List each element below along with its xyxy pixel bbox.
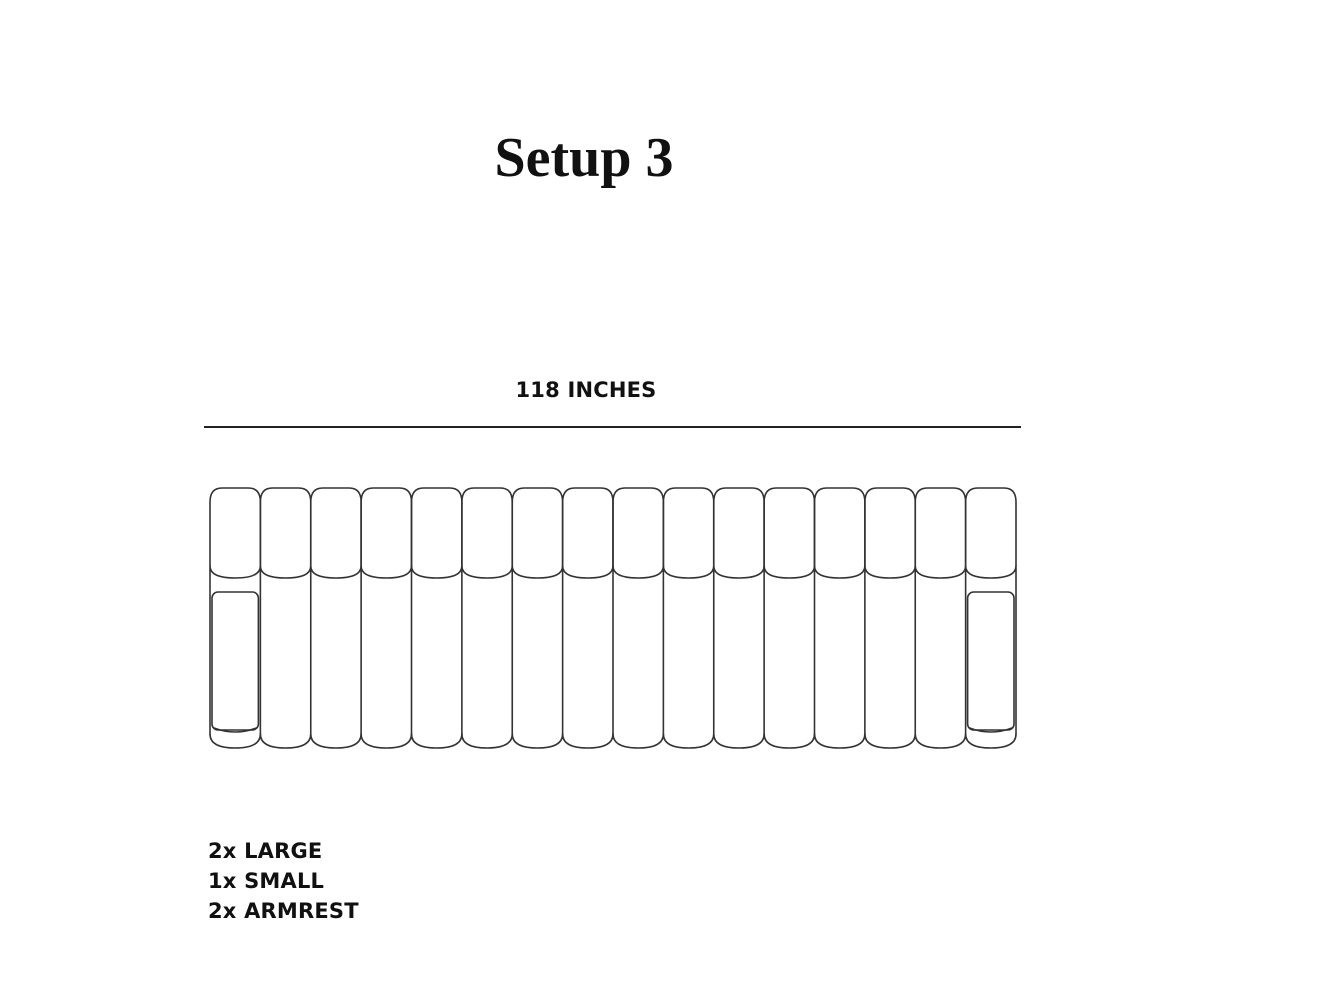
seat-front-scallop bbox=[612, 733, 665, 749]
seat-front-scallop bbox=[864, 733, 917, 749]
seat-front-scallop bbox=[914, 733, 967, 749]
seat-front-scallop bbox=[309, 733, 362, 749]
back-cushion-scallop bbox=[914, 565, 967, 579]
back-cushion-scallop bbox=[712, 565, 765, 579]
back-cushion-segment bbox=[511, 487, 564, 567]
back-cushion-segment bbox=[662, 487, 715, 567]
back-cushion-segment bbox=[964, 487, 1017, 567]
seat-front-scallop bbox=[964, 733, 1017, 749]
back-cushion-scallop bbox=[813, 565, 866, 579]
back-cushion-segment bbox=[360, 487, 413, 567]
seat-front-scallop bbox=[209, 733, 262, 749]
seat-front-scallop bbox=[712, 733, 765, 749]
back-cushion-scallop bbox=[259, 565, 312, 579]
back-cushion-scallop bbox=[662, 565, 715, 579]
seat-front-scallop bbox=[259, 733, 312, 749]
back-cushion-segment bbox=[712, 487, 765, 567]
seat-front-scallop bbox=[511, 733, 564, 749]
seat-front-scallop bbox=[410, 733, 463, 749]
back-cushion-scallop bbox=[360, 565, 413, 579]
component-item-small: 1x SMALL bbox=[208, 869, 325, 893]
back-cushion-segment bbox=[612, 487, 665, 567]
right-armrest bbox=[966, 591, 1015, 731]
back-cushion-segment bbox=[309, 487, 362, 567]
dimension-label: 118 INCHES bbox=[515, 378, 657, 402]
back-cushion-segment bbox=[410, 487, 463, 567]
left-armrest bbox=[211, 591, 260, 731]
component-list: 2x LARGE 1x SMALL 2x ARMREST bbox=[208, 836, 359, 926]
back-cushion-segment bbox=[461, 487, 514, 567]
back-cushion-segment bbox=[209, 487, 262, 567]
page-title: Setup 3 bbox=[494, 127, 674, 189]
back-cushion-scallop bbox=[612, 565, 665, 579]
seat-front-scallop bbox=[360, 733, 413, 749]
back-cushion-scallop bbox=[964, 565, 1017, 579]
seat-front-scallop bbox=[561, 733, 614, 749]
dimension-line bbox=[204, 426, 1021, 428]
armrest-inner-edge bbox=[213, 727, 258, 733]
seat-front-scallop bbox=[461, 733, 514, 749]
back-cushion-scallop bbox=[461, 565, 514, 579]
back-cushion-segment bbox=[259, 487, 312, 567]
component-item-armrest: 2x ARMREST bbox=[208, 899, 359, 923]
back-cushion-scallop bbox=[209, 565, 262, 579]
back-cushion-scallop bbox=[309, 565, 362, 579]
back-cushion-segment bbox=[813, 487, 866, 567]
back-cushion-scallop bbox=[410, 565, 463, 579]
back-cushion-scallop bbox=[763, 565, 816, 579]
back-cushion-scallop bbox=[864, 565, 917, 579]
back-cushion-scallop bbox=[561, 565, 614, 579]
seat-front-scallop bbox=[662, 733, 715, 749]
back-cushion-segment bbox=[864, 487, 917, 567]
back-cushion-segment bbox=[763, 487, 816, 567]
back-cushion-segment bbox=[914, 487, 967, 567]
back-cushion-scallop bbox=[511, 565, 564, 579]
seat-front-scallop bbox=[813, 733, 866, 749]
sofa-top-view-diagram bbox=[209, 487, 1017, 749]
back-cushion-segment bbox=[561, 487, 614, 567]
seat-front-scallop bbox=[763, 733, 816, 749]
armrest-inner-edge bbox=[968, 727, 1013, 733]
component-item-large: 2x LARGE bbox=[208, 839, 323, 863]
